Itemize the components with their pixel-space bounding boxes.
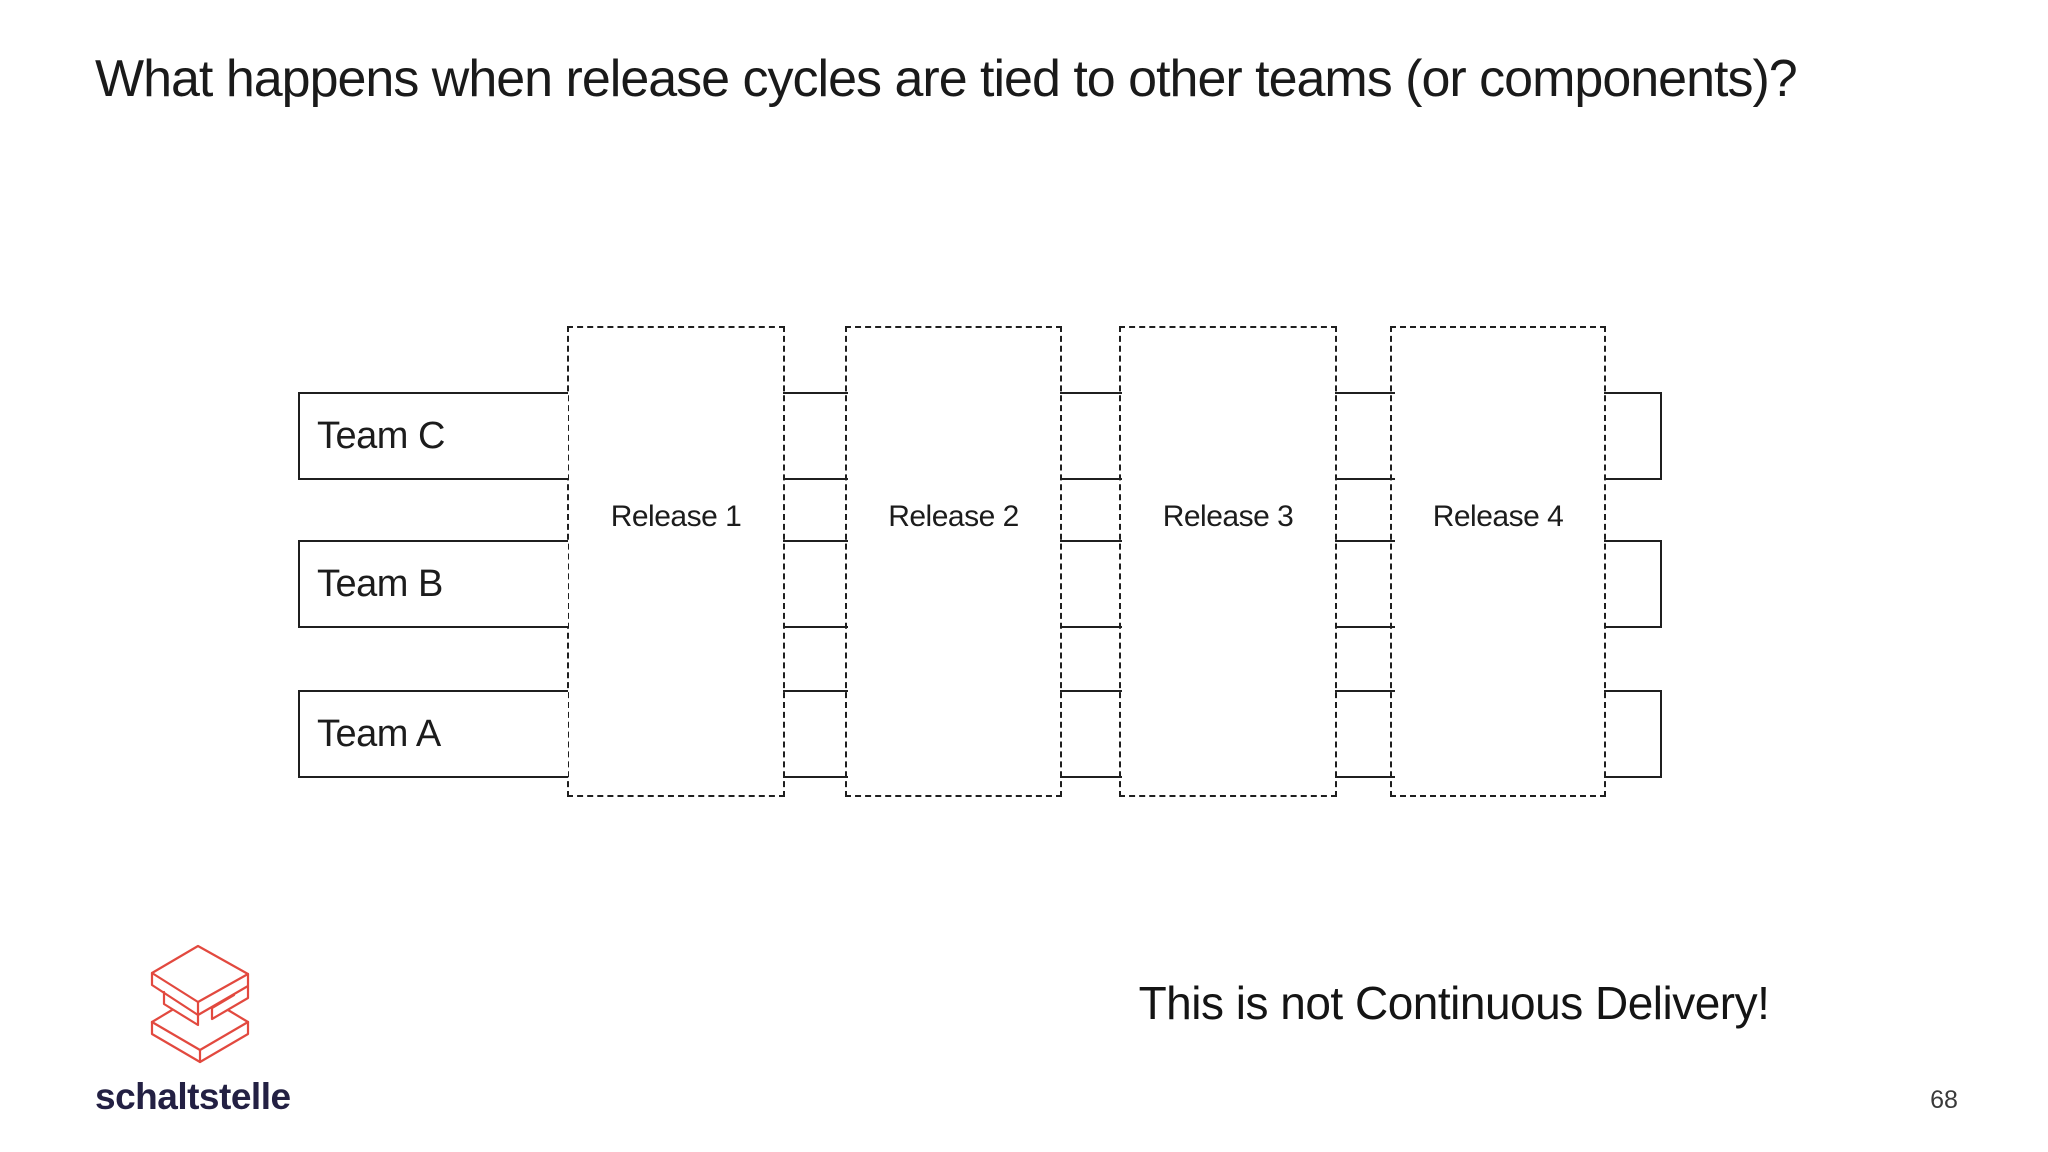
team-box-a: Team A (298, 690, 568, 778)
branding-block: schaltstelle (93, 944, 353, 1124)
release-output-tab (1604, 540, 1662, 628)
team-box-c: Team C (298, 392, 568, 480)
release-box-1: Release 1 (567, 326, 785, 797)
release-connector-tab (1335, 392, 1395, 480)
team-label: Team A (317, 712, 441, 755)
release-label: Release 2 (888, 500, 1019, 533)
release-connector-tab (1335, 690, 1395, 778)
schaltstelle-wordmark: schaltstelle (95, 1076, 291, 1117)
conclusion-text: This is not Continuous Delivery! (1138, 977, 1770, 1029)
team-box-b: Team B (298, 540, 568, 628)
page-number: 68 (1930, 1086, 1958, 1114)
schaltstelle-logo-icon (150, 944, 250, 1064)
release-label: Release 3 (1162, 500, 1294, 533)
team-label: Team C (317, 414, 445, 457)
release-label: Release 1 (610, 500, 742, 533)
release-box-4: Release 4 (1390, 326, 1606, 797)
release-connector-tab (1060, 690, 1122, 778)
release-connector-tab (1335, 540, 1395, 628)
team-label: Team B (317, 562, 443, 605)
release-box-3: Release 3 (1119, 326, 1337, 797)
release-connector-tab (1060, 540, 1122, 628)
slide-title: What happens when release cycles are tie… (95, 50, 1798, 108)
release-connector-tab (1060, 392, 1122, 480)
release-label: Release 4 (1432, 500, 1564, 533)
release-output-tab (1604, 690, 1662, 778)
release-box-2: Release 2 (845, 326, 1062, 797)
release-connector-tab (783, 690, 848, 778)
release-connector-tab (783, 540, 848, 628)
release-connector-tab (783, 392, 848, 480)
release-output-tab (1604, 392, 1662, 480)
